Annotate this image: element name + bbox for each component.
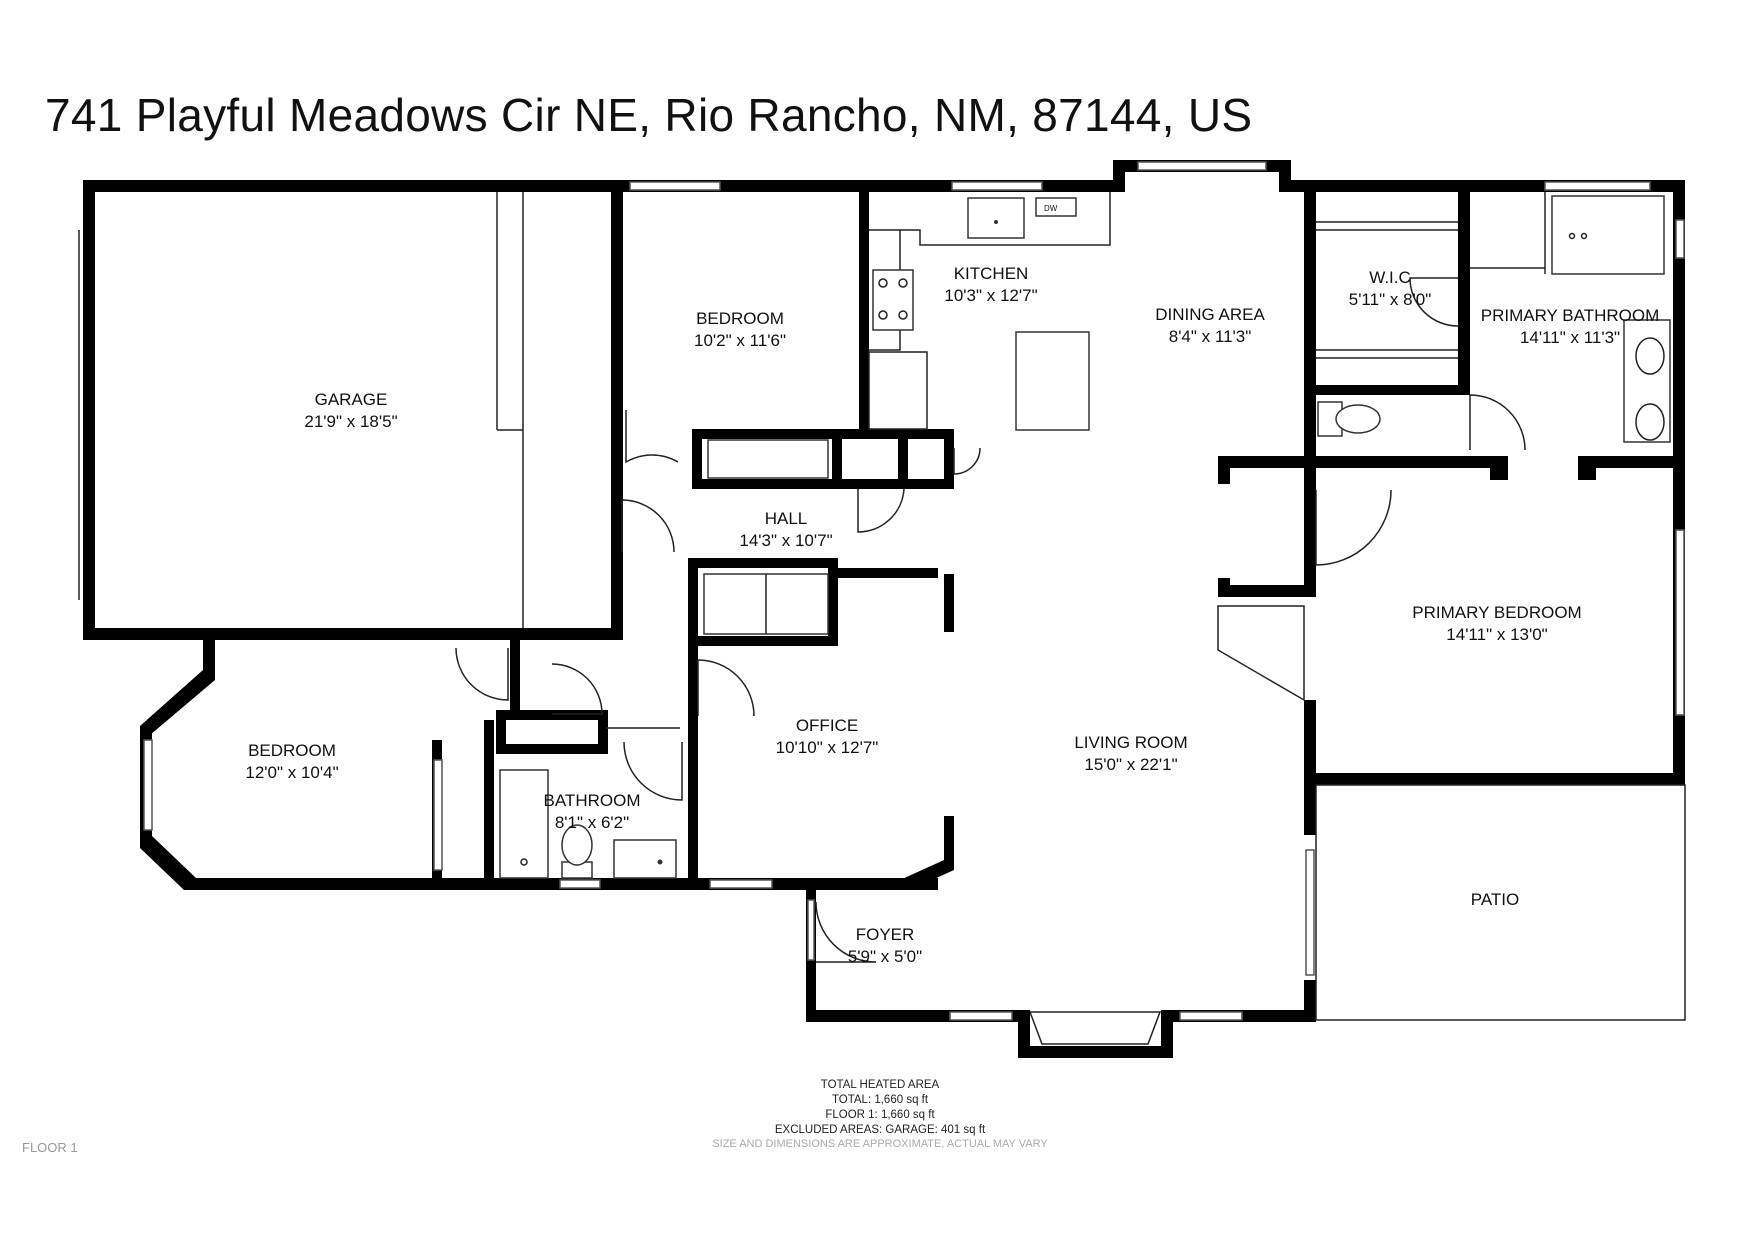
room-name-hall: HALL [765, 509, 808, 528]
room-name-patio: PATIO [1471, 890, 1520, 909]
room-labels: GARAGE 21'9" x 18'5" BEDROOM 10'2" x 11'… [245, 264, 1659, 966]
room-dim-primary-bedroom: 14'11" x 13'0" [1446, 625, 1547, 644]
disclaimer: SIZE AND DIMENSIONS ARE APPROXIMATE, ACT… [712, 1138, 1048, 1150]
area-floor1: FLOOR 1: 1,660 sq ft [825, 1109, 935, 1121]
floor-label: FLOOR 1 [22, 1140, 78, 1155]
room-dim-foyer: 5'9" x 5'0" [848, 947, 922, 966]
room-name-dining: DINING AREA [1155, 305, 1265, 324]
area-heading: TOTAL HEATED AREA [820, 1079, 940, 1091]
room-dim-bedroom-top: 10'2" x 11'6" [694, 331, 786, 350]
area-summary: TOTAL HEATED AREA TOTAL: 1,660 sq ft FLO… [700, 1078, 1060, 1138]
room-dim-living: 15'0" x 22'1" [1084, 755, 1177, 774]
room-dim-primary-bathroom: 14'11" x 11'3" [1520, 328, 1620, 347]
room-dim-hall: 14'3" x 10'7" [739, 531, 832, 550]
room-dim-bathroom: 8'1" x 6'2" [555, 813, 629, 832]
room-dim-garage: 21'9" x 18'5" [304, 412, 397, 431]
area-total: TOTAL: 1,660 sq ft [831, 1094, 929, 1106]
room-name-office: OFFICE [796, 716, 858, 735]
area-excluded: EXCLUDED AREAS: GARAGE: 401 sq ft [774, 1124, 986, 1136]
room-name-garage: GARAGE [315, 390, 388, 409]
room-name-bedroom-top: BEDROOM [696, 309, 784, 328]
room-name-bedroom-left: BEDROOM [248, 741, 336, 760]
room-name-foyer: FOYER [856, 925, 915, 944]
room-dim-dining: 8'4" x 11'3" [1169, 327, 1252, 346]
room-name-primary-bathroom: PRIMARY BATHROOM [1481, 306, 1660, 325]
room-dim-bedroom-left: 12'0" x 10'4" [245, 763, 338, 782]
room-dim-office: 10'10" x 12'7" [776, 738, 879, 757]
room-dim-kitchen: 10'3" x 12'7" [944, 286, 1037, 305]
svg-text:DW: DW [1044, 204, 1058, 213]
room-name-kitchen: KITCHEN [954, 264, 1029, 283]
property-address: 741 Playful Meadows Cir NE, Rio Rancho, … [45, 89, 1253, 141]
room-name-living: LIVING ROOM [1074, 733, 1187, 752]
plan-details: DW [78, 161, 1686, 1045]
room-name-bathroom: BATHROOM [544, 791, 641, 810]
room-name-primary-bedroom: PRIMARY BEDROOM [1412, 603, 1581, 622]
room-dim-wic: 5'11" x 8'0" [1349, 290, 1432, 309]
room-name-wic: W.I.C [1369, 268, 1411, 287]
